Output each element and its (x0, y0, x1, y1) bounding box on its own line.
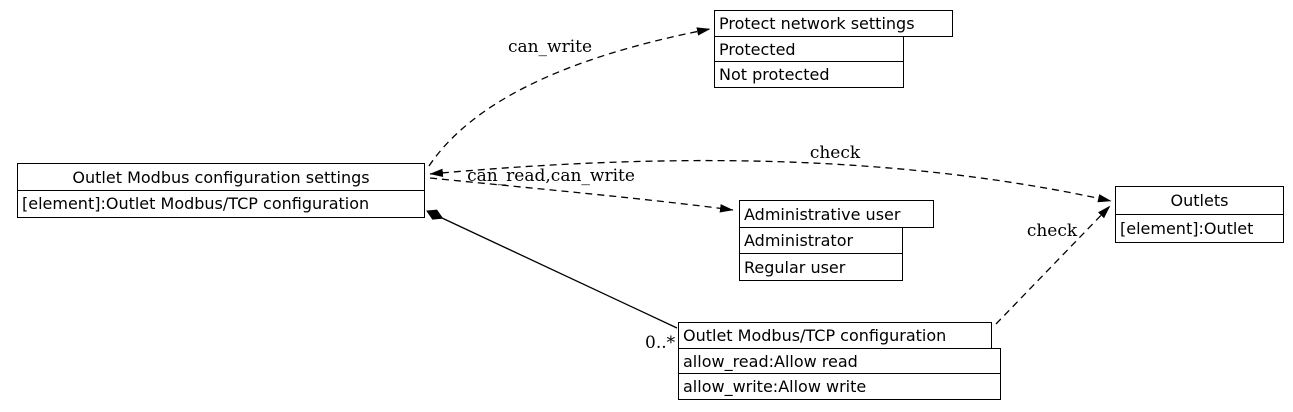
edge-composition (441, 217, 678, 329)
edge-check-top (429, 159, 1112, 203)
node-protect-network-settings: Protect network settings Protected Not p… (714, 10, 953, 89)
node-title: Outlet Modbus configuration settings (17, 163, 425, 191)
node-attribute-row: Protected (714, 35, 904, 63)
node-outlet-modbus-tcp-configuration: Outlet Modbus/TCP configuration allow_re… (678, 322, 1001, 401)
composition-diamond-icon (426, 209, 444, 220)
node-title: Protect network settings (714, 10, 953, 37)
node-attribute-row: allow_read:Allow read (678, 347, 1001, 375)
node-outlet-modbus-configuration-settings: Outlet Modbus configuration settings [el… (17, 163, 425, 218)
node-attribute-row: allow_write:Allow write (678, 373, 1001, 401)
node-title: Administrative user (739, 200, 934, 228)
edge-label-can-read-can-write: can_read,can_write (467, 166, 635, 186)
node-attribute-row: Administrator (739, 226, 903, 255)
edge-label-multiplicity: 0..* (645, 333, 676, 353)
edge-label-can-write: can_write (508, 37, 592, 57)
edge-label-check-top: check (810, 143, 861, 163)
node-title: Outlet Modbus/TCP configuration (678, 322, 992, 349)
node-attribute-row: Not protected (714, 61, 904, 89)
edge-can-write (428, 27, 711, 167)
edge-check-bottom (995, 205, 1111, 325)
node-attribute-row: Regular user (739, 253, 903, 282)
node-attribute-row: [element]:Outlet Modbus/TCP configuratio… (17, 189, 425, 218)
node-administrative-user: Administrative user Administrator Regula… (739, 200, 934, 282)
edge-can-read-can-write (429, 177, 734, 213)
node-title: Outlets (1115, 186, 1284, 215)
edge-label-check-bottom: check (1027, 221, 1078, 241)
node-attribute-row: [element]:Outlet (1115, 213, 1284, 243)
node-outlets: Outlets [element]:Outlet (1115, 186, 1284, 243)
